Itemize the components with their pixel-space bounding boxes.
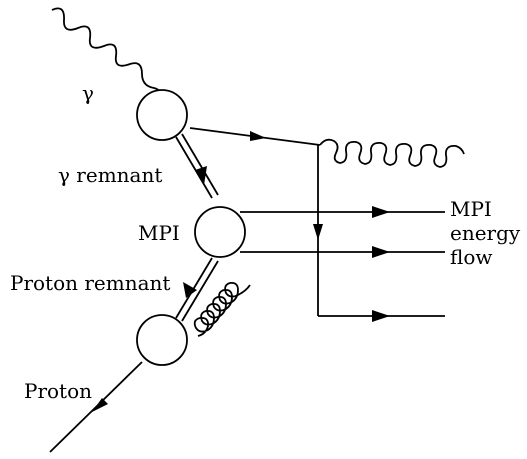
mpi-out-arrow-bottom (372, 246, 390, 258)
mpi-energy-flow-label-line1: MPI (450, 197, 492, 221)
photon-to-vertex-arrow (250, 131, 266, 141)
top-gluon-curl (319, 138, 465, 168)
bottom-gluon-curl (193, 281, 251, 337)
photon-remnant-label: γ remnant (58, 163, 162, 187)
proton-blob (136, 314, 188, 366)
photon-blob (136, 89, 188, 141)
photon-remnant-line-b (181, 133, 219, 196)
photon-remnant-line-a (175, 136, 213, 199)
photon-wavy-line (51, 7, 167, 101)
mpi-energy-flow-label-line3: flow (450, 245, 493, 269)
proton-remnant-label: Proton remnant (10, 271, 170, 295)
proton-arrow (92, 398, 108, 412)
proton-remnant-line-b (181, 260, 219, 322)
bottom-out-arrow (372, 310, 390, 322)
mpi-energy-flow-label-line2: energy (450, 221, 521, 245)
proton-label: Proton (24, 379, 92, 403)
mpi-blob (194, 206, 246, 258)
photon-remnant-arrow (195, 166, 207, 185)
mpi-label: MPI (138, 221, 180, 245)
mpi-out-arrow-top (372, 206, 390, 218)
vertical-exchange-arrow (313, 224, 323, 240)
proton-remnant-line-a (175, 257, 213, 319)
photon-label: γ (82, 81, 94, 105)
proton-remnant-arrow (183, 282, 197, 298)
